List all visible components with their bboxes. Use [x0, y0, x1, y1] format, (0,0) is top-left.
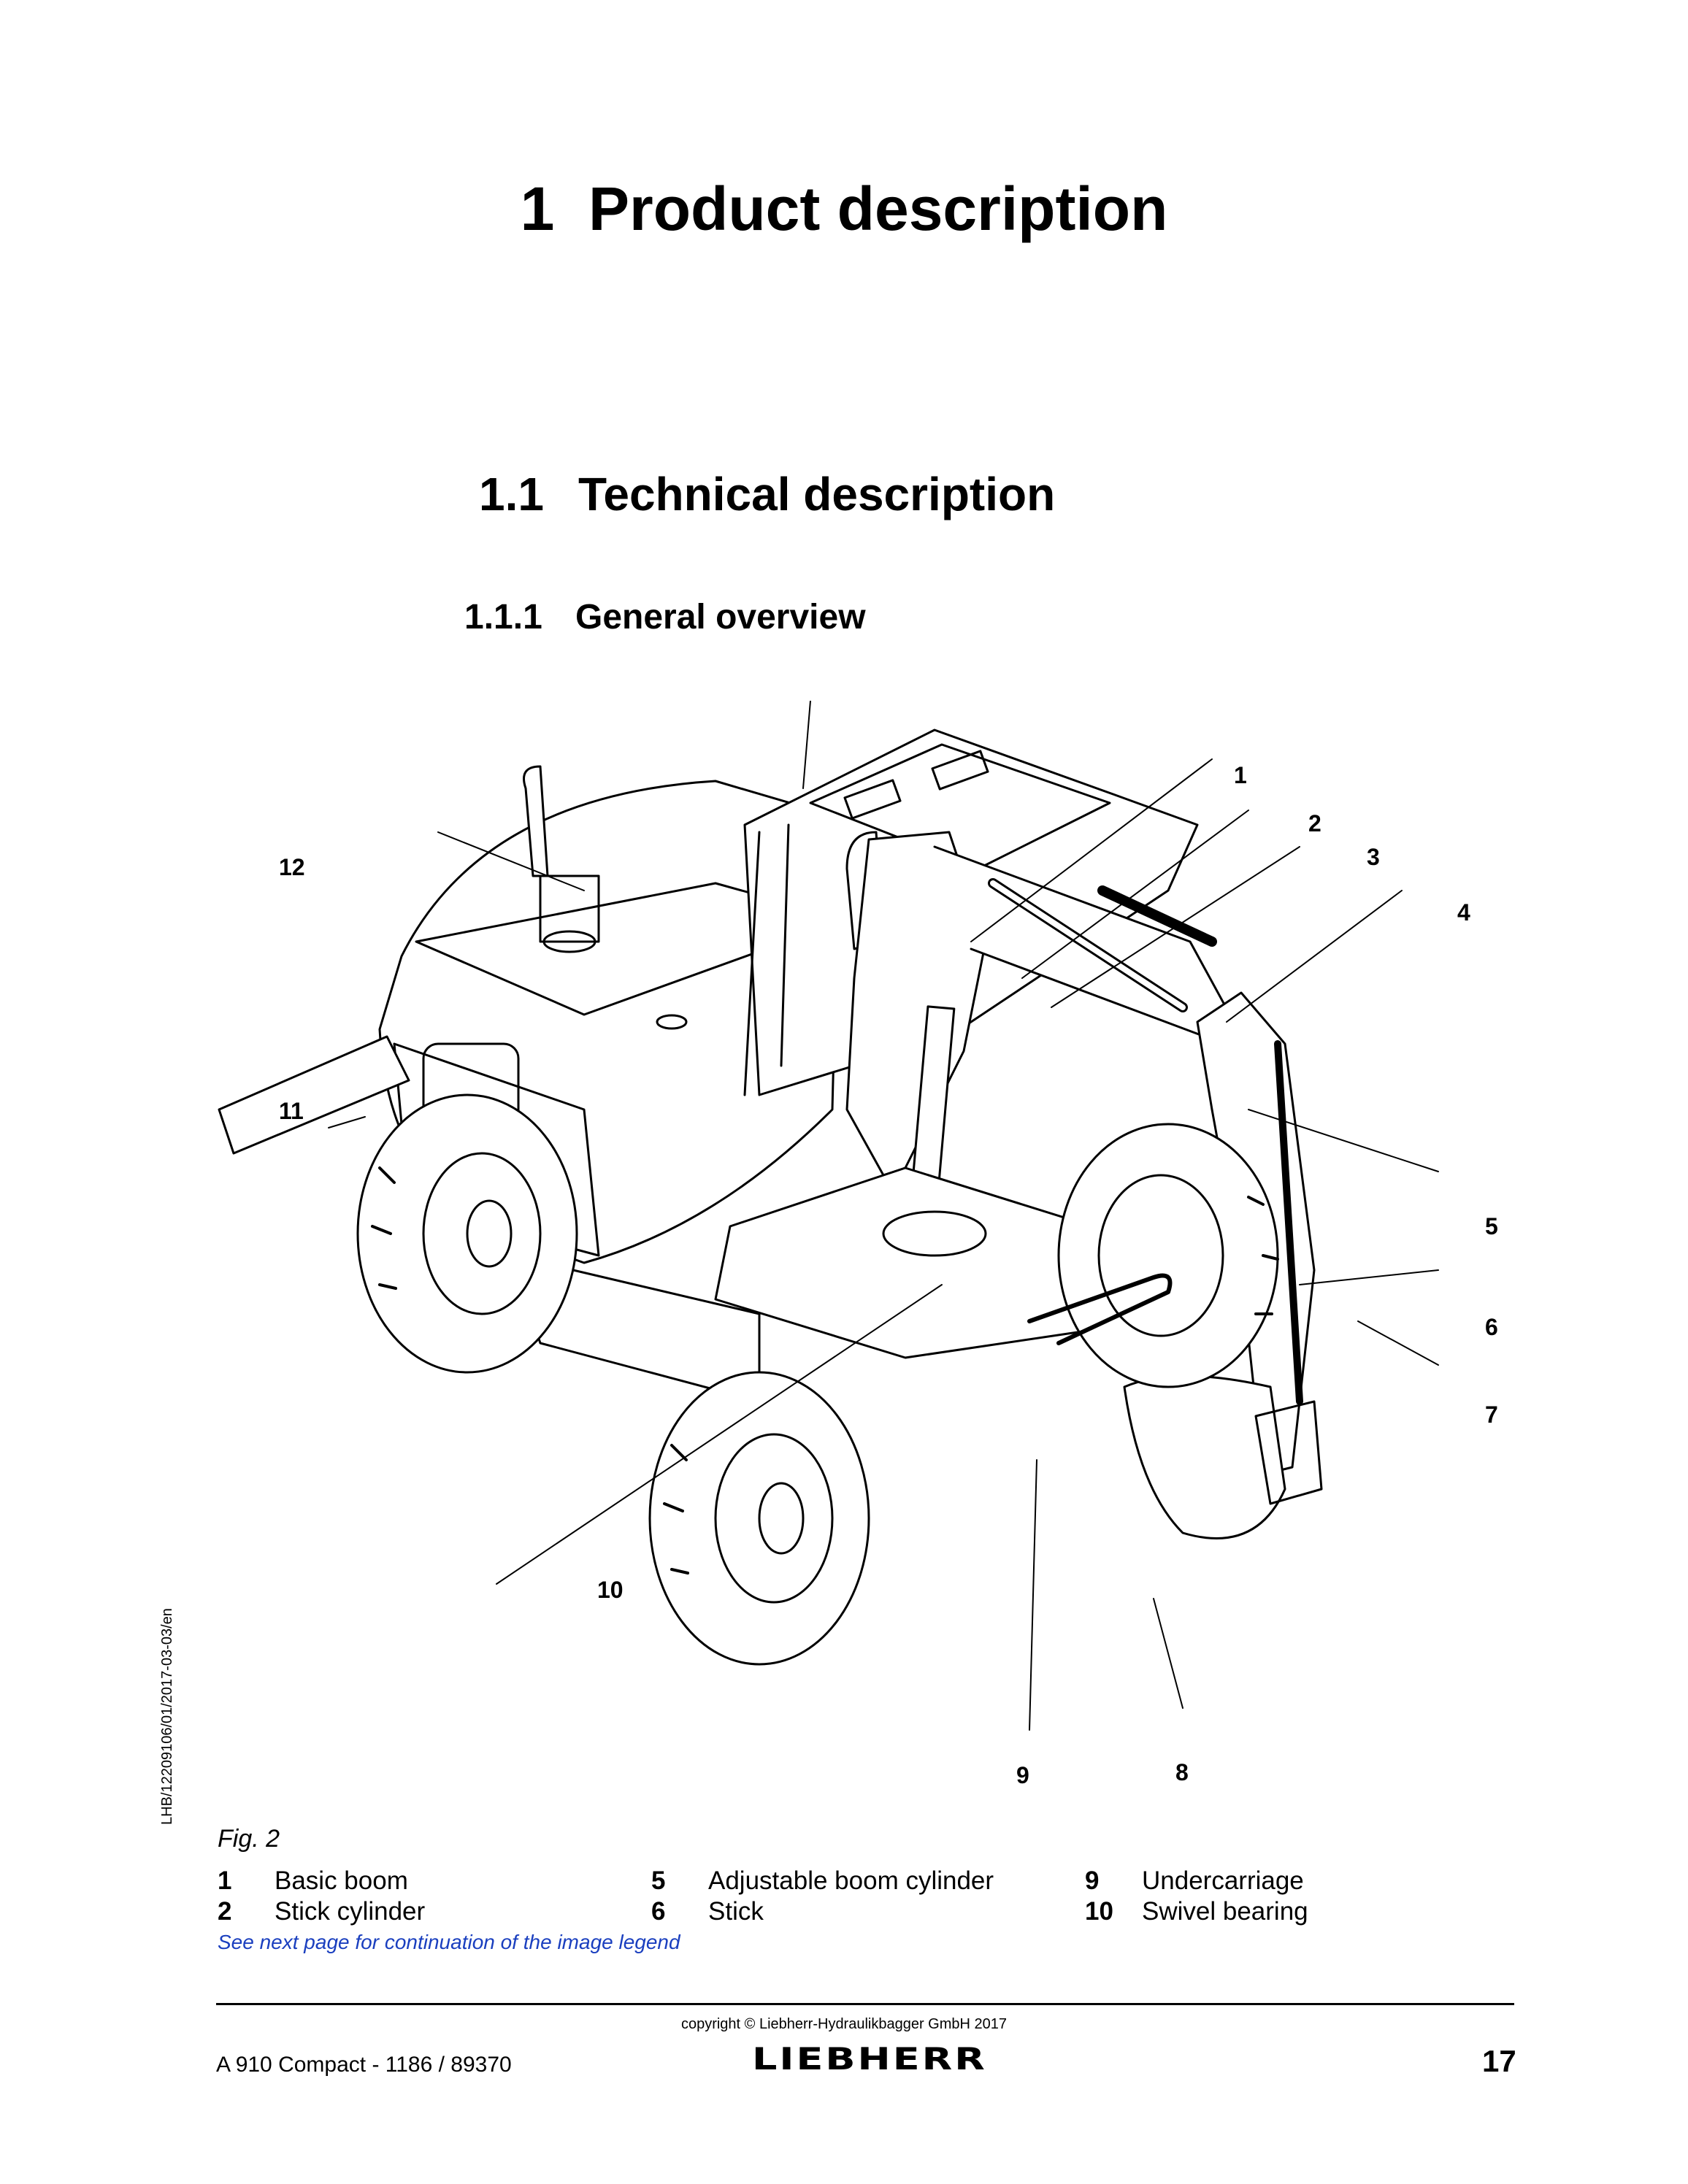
- wheel-front-right: [1057, 1123, 1279, 1388]
- subsection-number: 1.1.1: [464, 598, 542, 637]
- cab-pillar-mid: [780, 823, 790, 1067]
- liebherr-logo: LIEBHERR: [752, 2041, 987, 2077]
- legend-label: Stick: [708, 1897, 764, 1926]
- legend-label: Adjustable boom cylinder: [708, 1866, 994, 1895]
- callout-9: 9: [1016, 1762, 1029, 1788]
- roof-hatch-2: [931, 750, 989, 791]
- stick-cylinder-outline: [990, 880, 1186, 1010]
- legend-label: Swivel bearing: [1142, 1897, 1308, 1926]
- legend-label: Stick cylinder: [275, 1897, 426, 1926]
- subsection-heading: 1.1.1 General overview: [464, 597, 866, 637]
- legend-number: 10: [1085, 1897, 1113, 1926]
- callout-4: 4: [1457, 899, 1470, 926]
- callout-5: 5: [1485, 1213, 1498, 1239]
- legend-continuation-link[interactable]: See next page for continuation of the im…: [218, 1931, 680, 1953]
- excavator-illustration: [218, 701, 1439, 1731]
- dozer-blade: [218, 1035, 410, 1155]
- roof-hatch-1: [843, 779, 902, 820]
- callout-8: 8: [1175, 1759, 1189, 1785]
- callout-3: 3: [1367, 844, 1380, 870]
- antenna: [802, 701, 811, 789]
- subsection-title: General overview: [575, 598, 866, 637]
- chapter-title: 1 Product description: [520, 174, 1168, 243]
- leader-lines: [328, 758, 1439, 1731]
- document-side-code: LHB/12209106/01/2017-03-03/en: [159, 1608, 175, 1825]
- callout-11: 11: [279, 1098, 304, 1124]
- filter-housing: [539, 874, 600, 943]
- legend-number: 9: [1085, 1866, 1100, 1895]
- wheel-rear-left: [356, 1093, 578, 1374]
- tread-marks: [371, 1166, 1279, 1574]
- legend-number: 6: [651, 1897, 666, 1926]
- callout-2: 2: [1308, 810, 1321, 837]
- callout-7: 7: [1485, 1401, 1498, 1428]
- legend-label: Basic boom: [275, 1866, 408, 1895]
- callout-10: 10: [597, 1577, 624, 1603]
- swivel-opening: [882, 1210, 987, 1257]
- cab-pillar-left: [743, 831, 761, 1096]
- adjustable-cylinder: [1097, 885, 1217, 947]
- callout-6: 6: [1485, 1314, 1498, 1340]
- model-identifier: A 910 Compact - 1186 / 89370: [216, 2053, 512, 2077]
- section-number: 1.1: [479, 468, 544, 520]
- exhaust-pipe: [523, 765, 549, 877]
- bucket: [1123, 1374, 1286, 1539]
- bucket-cylinder: [1274, 1040, 1303, 1405]
- section-title: Technical description: [578, 468, 1056, 520]
- callout-12: 12: [279, 854, 305, 880]
- tank-cap: [656, 1014, 688, 1030]
- footer-divider: [216, 2003, 1514, 2005]
- wheel-front-left: [648, 1371, 870, 1666]
- legend-label: Undercarriage: [1142, 1866, 1304, 1895]
- section-heading: 1.1 Technical description: [479, 467, 1055, 521]
- figure-caption: Fig. 2: [218, 1825, 280, 1853]
- legend-number: 2: [218, 1897, 232, 1926]
- page-number: 17: [1482, 2044, 1516, 2078]
- callout-1: 1: [1234, 762, 1247, 788]
- legend-number: 1: [218, 1866, 232, 1895]
- copyright-notice: copyright © Liebherr-Hydraulikbagger Gmb…: [680, 2016, 1008, 2032]
- legend-number: 5: [651, 1866, 666, 1895]
- quick-coupler: [1254, 1400, 1323, 1505]
- grab-rail: [1027, 1273, 1173, 1345]
